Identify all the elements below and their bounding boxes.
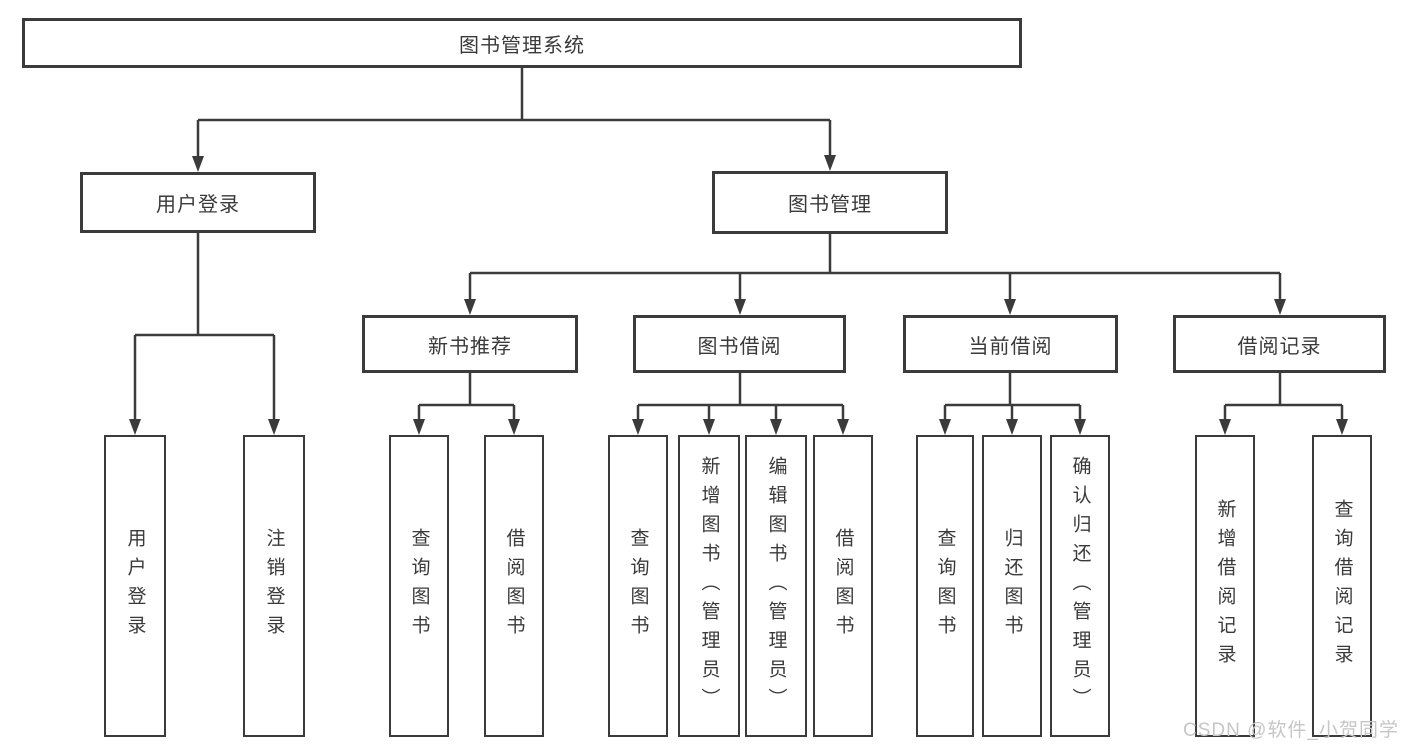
node-current-borrow: 当前借阅 — [903, 315, 1118, 373]
node-user-login: 用户登录 — [80, 172, 316, 233]
leaf-borrow-add-books-admin: 新增图书（管理员） — [678, 435, 740, 737]
leaf-logout: 注销登录 — [243, 435, 305, 737]
node-book-management: 图书管理 — [712, 171, 948, 234]
node-root-library-system: 图书管理系统 — [22, 18, 1022, 68]
leaf-newbook-query-books: 查询图书 — [389, 435, 449, 737]
leaf-borrow-query-books: 查询图书 — [608, 435, 668, 737]
leaf-user-login: 用户登录 — [104, 435, 166, 737]
leaf-record-query-borrow-record: 查询借阅记录 — [1312, 435, 1372, 737]
leaf-current-return-books: 归还图书 — [982, 435, 1042, 737]
leaf-borrow-borrow-books: 借阅图书 — [813, 435, 873, 737]
node-book-borrow: 图书借阅 — [633, 315, 846, 373]
leaf-current-query-books: 查询图书 — [916, 435, 974, 737]
arrowheads — [129, 155, 1348, 435]
leaf-current-confirm-return-admin: 确认归还（管理员） — [1050, 435, 1110, 737]
csdn-watermark: CSDN @软件_小贺同学 — [1183, 720, 1399, 741]
node-borrow-record: 借阅记录 — [1173, 315, 1386, 373]
leaf-borrow-edit-books-admin: 编辑图书（管理员） — [745, 435, 807, 737]
leaf-record-add-borrow-record: 新增借阅记录 — [1195, 435, 1255, 737]
leaf-newbook-borrow-books: 借阅图书 — [484, 435, 544, 737]
node-new-book-recommend: 新书推荐 — [362, 315, 578, 373]
